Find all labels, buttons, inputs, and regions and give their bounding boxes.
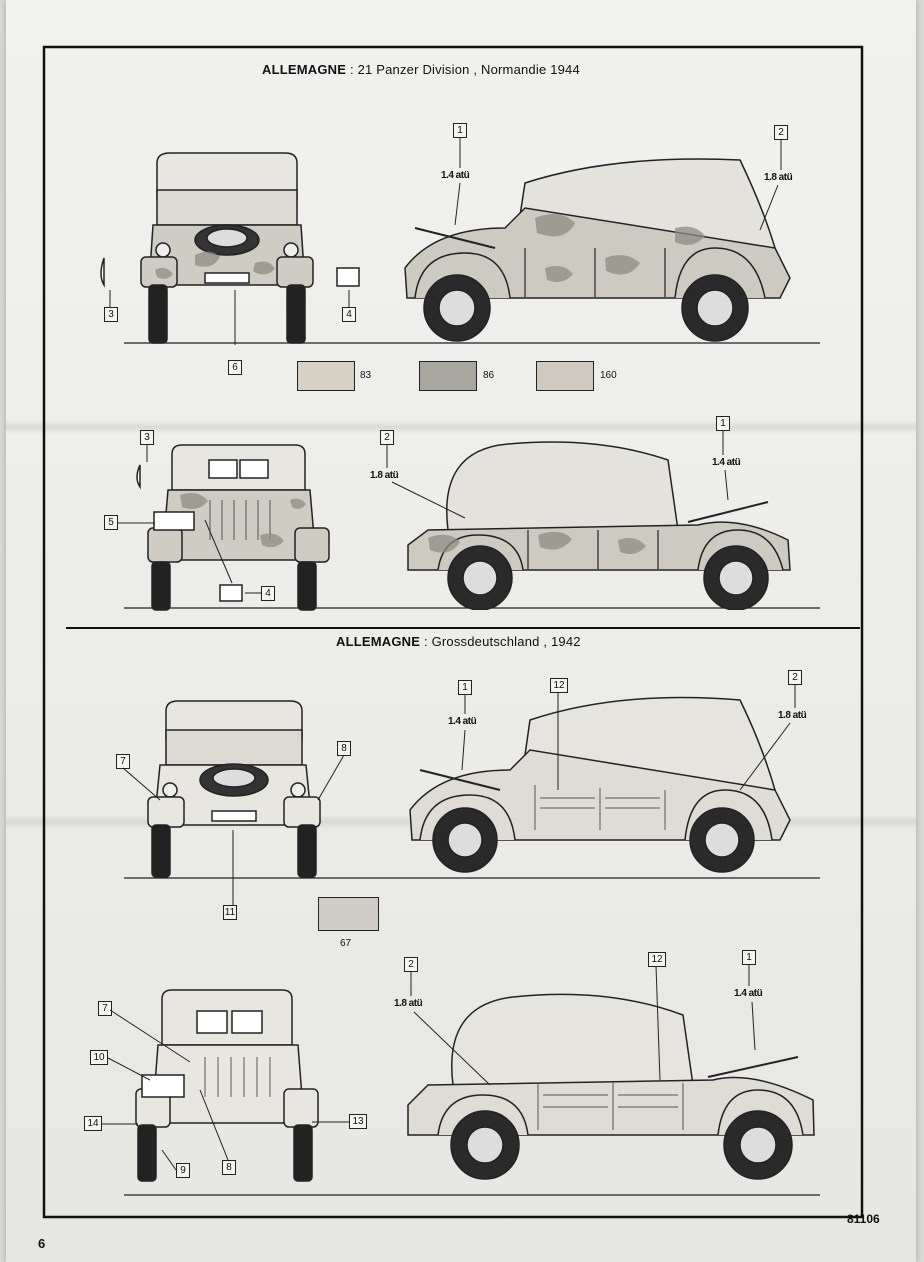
leader-lines-row1 xyxy=(100,137,782,345)
section-2-title: ALLEMAGNE : Grossdeutschland , 1942 xyxy=(336,634,581,649)
callout-13: 13 xyxy=(349,1114,367,1129)
callout-9: 9 xyxy=(176,1163,190,1178)
rear-view-camo xyxy=(147,444,330,611)
callout-4: 4 xyxy=(342,307,356,322)
kit-number: 81106 xyxy=(847,1212,880,1226)
callout-3: 3 xyxy=(140,430,154,445)
callout-6: 6 xyxy=(228,360,242,375)
callout-5: 5 xyxy=(104,515,118,530)
side-view-grey xyxy=(409,696,791,873)
pressure-label-rear: 1.8 atü xyxy=(394,998,423,1009)
side-view-grey-right xyxy=(407,993,815,1180)
pressure-label-rear: 1.8 atü xyxy=(370,470,399,481)
section-2-unit: : Grossdeutschland , 1942 xyxy=(420,634,581,649)
side-view-camo-right xyxy=(407,441,791,610)
callout-3: 3 xyxy=(104,307,118,322)
pressure-label-front: 1.4 atü xyxy=(448,716,477,727)
paint-code-86: 86 xyxy=(483,370,495,381)
callout-1: 1 xyxy=(453,123,467,138)
rear-view-grey xyxy=(135,989,319,1182)
paint-code-67: 67 xyxy=(340,938,352,949)
pressure-label-rear: 1.8 atü xyxy=(778,710,807,721)
paint-code-83: 83 xyxy=(360,370,372,381)
paint-swatch-83 xyxy=(297,361,355,391)
section-2-country: ALLEMAGNE xyxy=(336,634,421,649)
callout-14: 14 xyxy=(84,1116,102,1131)
front-view-grey xyxy=(147,700,321,878)
leader-lines-row4 xyxy=(102,964,756,1171)
callout-7: 7 xyxy=(98,1001,112,1016)
paint-swatch-160 xyxy=(536,361,594,391)
pressure-label-front: 1.4 atü xyxy=(441,170,470,181)
pressure-label-front: 1.4 atü xyxy=(734,988,763,999)
callout-8: 8 xyxy=(222,1160,236,1175)
paint-swatch-86 xyxy=(419,361,477,391)
section-1-unit: : 21 Panzer Division , Normandie 1944 xyxy=(346,62,580,77)
section-1-title: ALLEMAGNE : 21 Panzer Division , Normand… xyxy=(262,62,580,77)
leader-lines-row3 xyxy=(122,684,796,905)
fold-crease xyxy=(6,420,916,434)
paint-swatch-67 xyxy=(318,897,379,931)
side-view-camo xyxy=(404,158,791,342)
paint-code-160: 160 xyxy=(600,370,617,381)
front-view-camo xyxy=(140,152,314,344)
callout-12: 12 xyxy=(550,678,568,693)
callout-10: 10 xyxy=(90,1050,108,1065)
callout-4: 4 xyxy=(261,586,275,601)
pressure-label-rear: 1.8 atü xyxy=(764,172,793,183)
callout-11: 11 xyxy=(223,905,237,920)
leader-lines-row2 xyxy=(118,430,729,602)
page-number: 6 xyxy=(38,1236,46,1251)
section-1-country: ALLEMAGNE xyxy=(262,62,347,77)
pressure-label-front: 1.4 atü xyxy=(712,457,741,468)
callout-12: 12 xyxy=(648,952,666,967)
